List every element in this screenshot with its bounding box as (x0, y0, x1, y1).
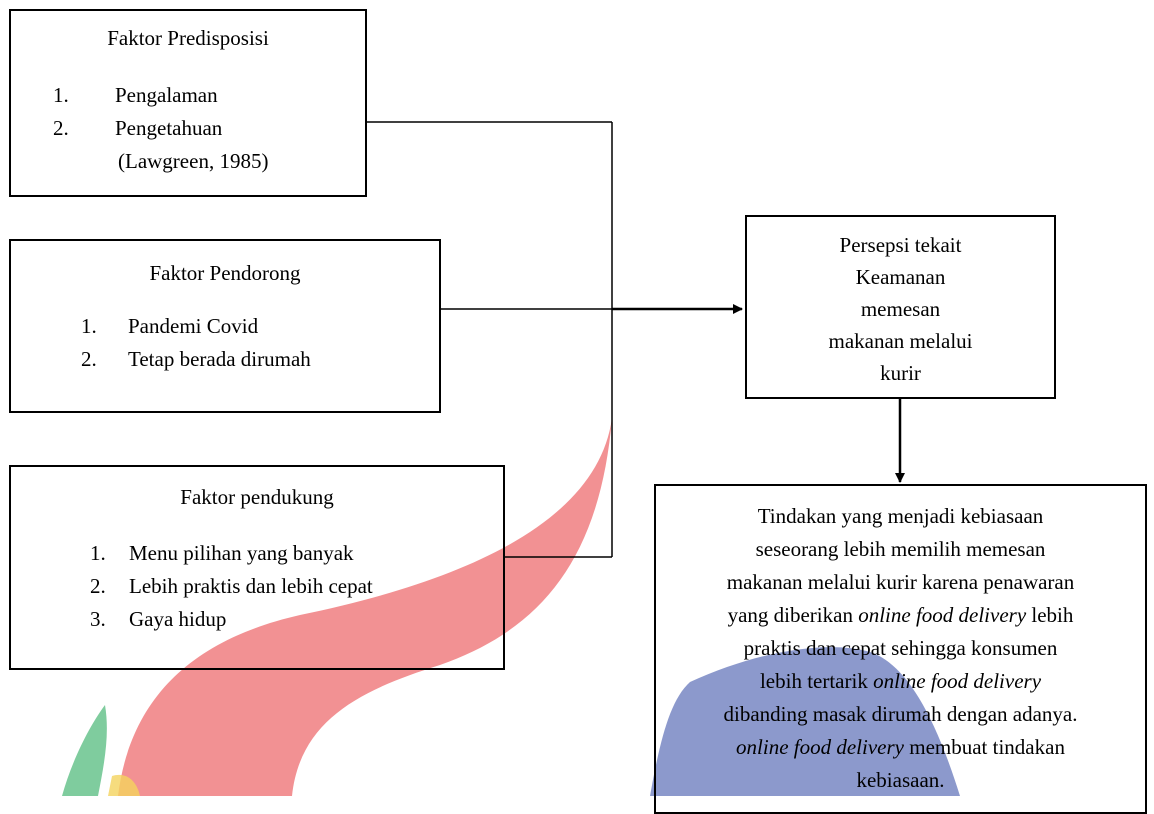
list-text: Pandemi Covid (128, 314, 259, 338)
list-number: 2. (81, 347, 97, 371)
list-text: Gaya hidup (129, 607, 227, 631)
persepsi-line: makanan melalui (828, 329, 973, 353)
list-text: Tetap berada dirumah (128, 347, 311, 371)
list-text: Pengetahuan (115, 116, 223, 140)
persepsi-line: memesan (860, 297, 941, 321)
list-number: 2. (90, 574, 106, 598)
text-run: lebih (1026, 603, 1074, 627)
text-run: yang diberikan (727, 603, 859, 627)
text-run: dibanding masak dirumah dengan adanya. (723, 702, 1078, 726)
watermark-green-shape (62, 705, 107, 796)
predisposisi-citation: (Lawgreen, 1985) (118, 149, 269, 173)
text-run: kebiasaan. (856, 768, 945, 792)
box-persepsi: Persepsi tekait Keamanan memesan makanan… (745, 215, 1056, 399)
persepsi-line: Keamanan (855, 265, 946, 289)
box-faktor-predisposisi: Faktor Predisposisi 1. Pengalaman 2. Pen… (9, 9, 367, 197)
text-run: Tindakan yang menjadi kebiasaan (757, 504, 1044, 528)
watermark-logo (62, 418, 960, 796)
list-number: 2. (53, 116, 69, 140)
tindakan-line: makanan melalui kurir karena penawaran (662, 566, 1139, 599)
italic-term: online food delivery (858, 603, 1027, 627)
pendukung-title: Faktor pendukung (180, 485, 334, 509)
tindakan-line: seseorang lebih memilih memesan (662, 533, 1139, 566)
list-item: 1. Pengalaman (53, 79, 222, 112)
persepsi-line: kurir (880, 361, 921, 385)
list-text: Lebih praktis dan lebih cepat (129, 574, 373, 598)
list-number: 3. (90, 607, 106, 631)
connector-lines (366, 121, 905, 558)
tindakan-line: Tindakan yang menjadi kebiasaan (662, 500, 1139, 533)
list-item: 1. Menu pilihan yang banyak (90, 537, 373, 570)
box-faktor-pendorong: Faktor Pendorong 1. Pandemi Covid 2. Tet… (9, 239, 441, 413)
tindakan-line: praktis dan cepat sehingga konsumen (662, 632, 1139, 665)
watermark-blue-swoosh (650, 647, 960, 796)
tindakan-line: online food delivery membuat tindakan (662, 731, 1139, 764)
tindakan-paragraph: Tindakan yang menjadi kebiasaan seseoran… (662, 500, 1139, 797)
pendorong-list: 1. Pandemi Covid 2. Tetap berada dirumah (81, 310, 311, 376)
list-item: 2. Tetap berada dirumah (81, 343, 311, 376)
list-number: 1. (53, 83, 69, 107)
tindakan-line: lebih tertarik online food delivery (662, 665, 1139, 698)
text-run: membuat tindakan (903, 735, 1065, 759)
tindakan-line: yang diberikan online food delivery lebi… (662, 599, 1139, 632)
text-run: praktis dan cepat sehingga konsumen (743, 636, 1058, 660)
list-number: 1. (81, 314, 97, 338)
watermark-yellow-shape (108, 774, 140, 796)
text-run: makanan melalui kurir karena penawaran (726, 570, 1075, 594)
list-text: Menu pilihan yang banyak (129, 541, 354, 565)
list-number: 1. (90, 541, 106, 565)
persepsi-line: Persepsi tekait (839, 233, 962, 257)
text-run: lebih tertarik (759, 669, 874, 693)
watermark-red-swoosh (118, 418, 612, 796)
list-item: 1. Pandemi Covid (81, 310, 311, 343)
list-item: 3. Gaya hidup (90, 603, 373, 636)
text-run: seseorang lebih memilih memesan (755, 537, 1046, 561)
box-tindakan: Tindakan yang menjadi kebiasaan seseoran… (654, 484, 1147, 814)
pendorong-title: Faktor Pendorong (149, 261, 301, 285)
predisposisi-list: 1. Pengalaman 2. Pengetahuan (53, 79, 222, 145)
box-faktor-pendukung: Faktor pendukung 1. Menu pilihan yang ba… (9, 465, 505, 670)
list-text: Pengalaman (115, 83, 218, 107)
list-item: 2. Pengetahuan (53, 112, 222, 145)
pendukung-list: 1. Menu pilihan yang banyak 2. Lebih pra… (90, 537, 373, 636)
italic-term: online food delivery (873, 669, 1042, 693)
tindakan-line: dibanding masak dirumah dengan adanya. (662, 698, 1139, 731)
list-item: 2. Lebih praktis dan lebih cepat (90, 570, 373, 603)
italic-term: online food delivery (736, 735, 904, 759)
tindakan-line: kebiasaan. (662, 764, 1139, 797)
predisposisi-title: Faktor Predisposisi (107, 26, 269, 50)
